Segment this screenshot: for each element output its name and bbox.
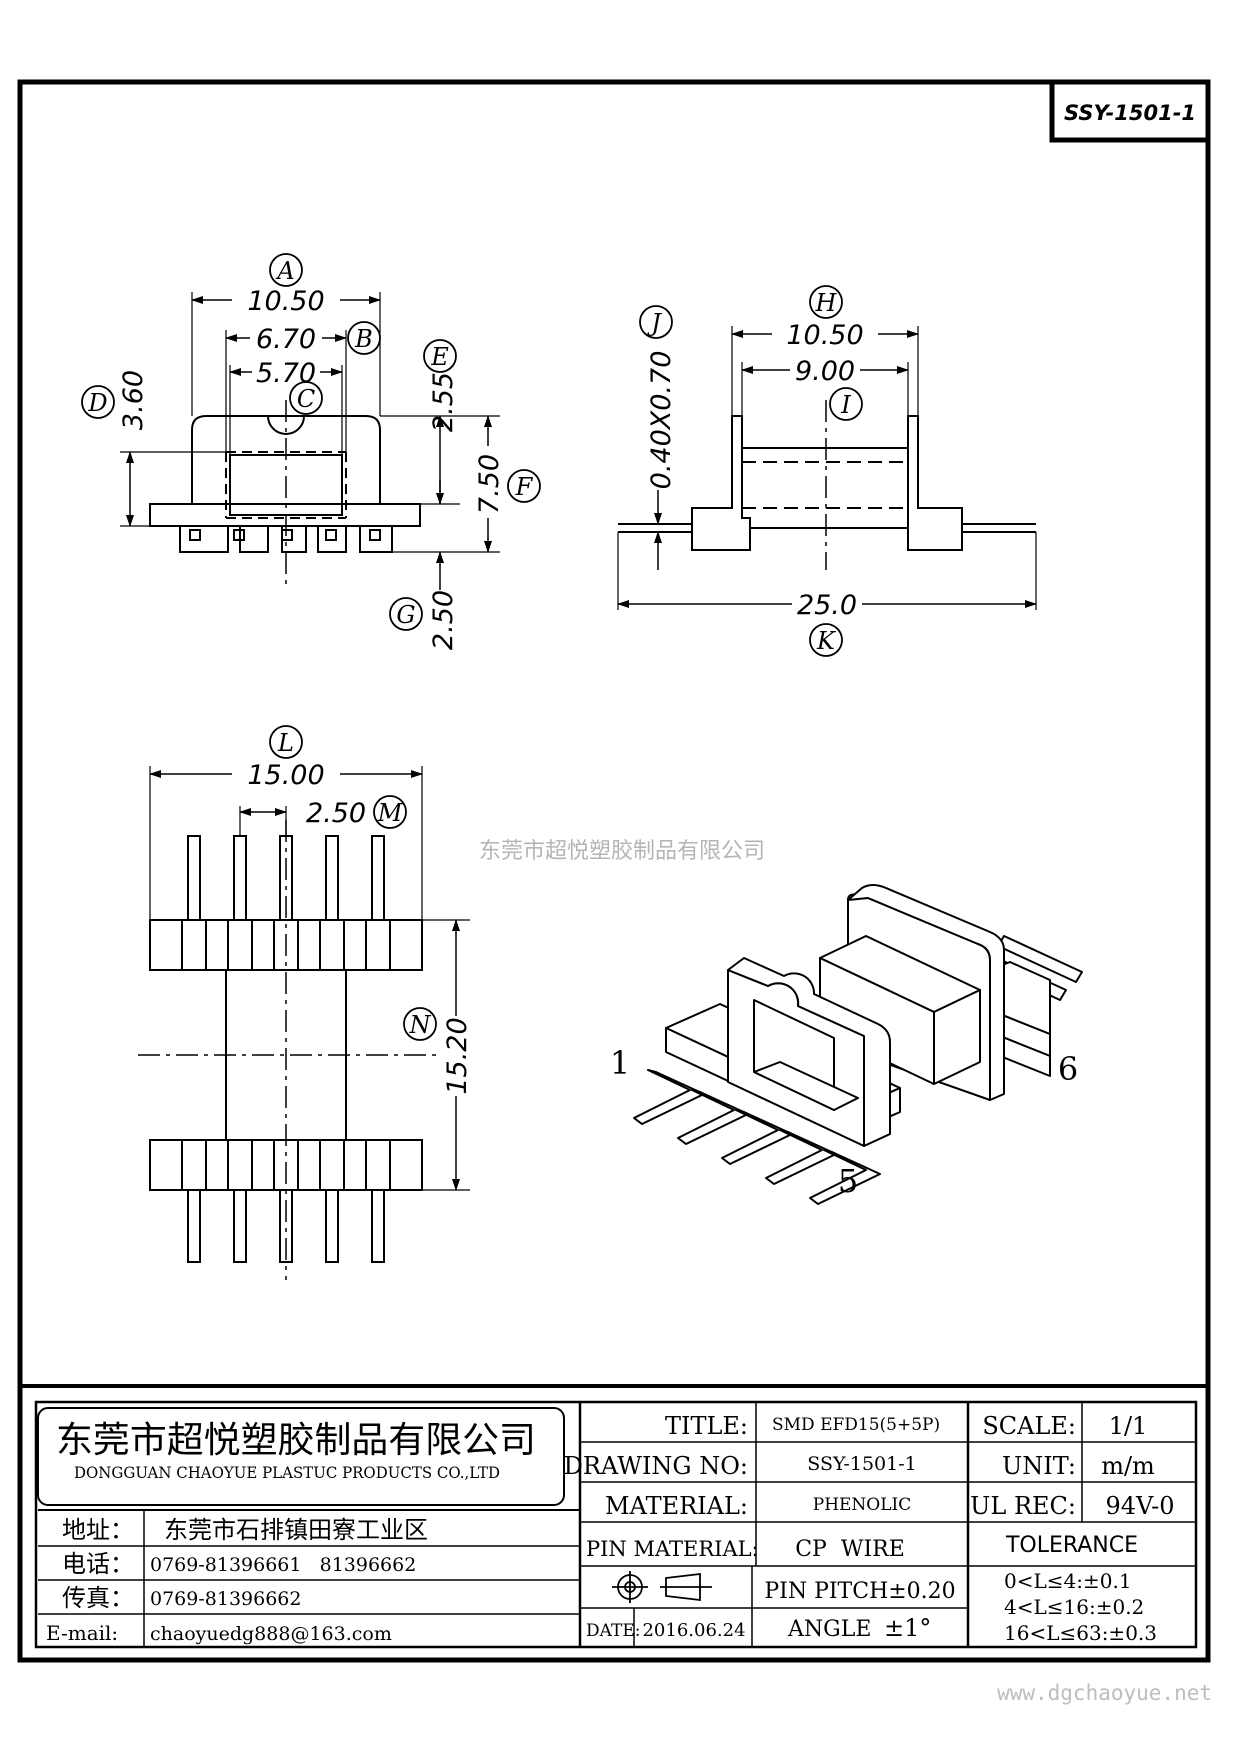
pin-material-value: CP WIRE [795,1537,905,1562]
label-i: I [829,387,863,421]
svg-text:N: N [409,1011,432,1039]
label-n: N [403,1007,437,1041]
title-block-text: 东莞市超悦塑胶制品有限公司 DONGGUAN CHAOYUE PLASTUC P… [46,1412,1175,1645]
dim-n-value: 15.20 [442,1017,473,1094]
scale-value: 1/1 [1109,1412,1148,1440]
label-h: H [809,285,843,319]
drawing-frame [17,79,1211,1663]
title-label: TITLE: [665,1412,748,1440]
drawing-number-box: SSY-1501-1 [1049,79,1211,143]
website-text: www.dgchaoyue.net [997,1681,1212,1705]
pin-pitch-text: PIN PITCH±0.20 [764,1579,955,1604]
fax-label: 传真： [62,1584,134,1612]
dim-h-value: 10.50 [786,320,863,351]
pin-label-6: 6 [1058,1050,1078,1088]
svg-text:E: E [430,343,449,371]
material-label: MATERIAL: [605,1492,748,1520]
email-label: E-mail: [46,1621,118,1645]
dim-d-value: 3.60 [118,370,149,430]
svg-text:K: K [816,627,837,655]
dim-e-value: 2.55 [428,372,459,432]
dim-b-value: 6.70 [256,324,316,355]
ul-value: 94V-0 [1105,1492,1174,1520]
pin-label-5: 5 [838,1162,858,1200]
date-label: DATE: [586,1621,640,1641]
company-name-en: DONGGUAN CHAOYUE PLASTUC PRODUCTS CO.,LT… [74,1463,500,1482]
side-view-dimensions: 10.50 9.00 0.40X0.70 25.0 H I J K [639,285,878,657]
label-b: B [347,321,381,355]
label-c: C [289,381,323,415]
side-view [617,326,1037,610]
dim-g-value: 2.50 [428,590,459,650]
phone-value: 0769-81396661 81396662 [150,1554,416,1576]
angle-label: ANGLE [787,1617,871,1642]
label-k: K [809,623,843,657]
dim-a-value: 10.50 [247,286,324,317]
fax-value: 0769-81396662 [150,1588,301,1610]
label-m: M [373,795,407,829]
phone-label: 电话： [62,1550,134,1578]
svg-text:I: I [840,391,851,419]
svg-text:A: A [275,257,294,285]
svg-text:F: F [515,473,534,501]
drawing-no-label: DRAWING NO: [564,1452,748,1480]
watermark-text: 东莞市超悦塑胶制品有限公司 [479,839,765,864]
projection-symbol-icon [612,1571,712,1603]
svg-text:D: D [87,389,107,417]
drawing-no-value: SSY-1501-1 [807,1453,916,1475]
angle-value: ±1° [884,1614,931,1642]
label-j: J [639,305,673,339]
tolerance-row-2: 4<L≤16:±0.2 [1004,1595,1144,1619]
bottom-view-dimensions: 15.00 2.50 15.20 L M N [232,725,473,1096]
unit-label: UNIT: [1002,1452,1076,1480]
email-value: chaoyuedg888@163.com [150,1623,392,1645]
isometric-pin-labels: 1 6 5 [610,1044,1078,1200]
label-d: D [81,385,115,419]
label-f: F [507,469,541,503]
scale-label: SCALE: [982,1412,1076,1440]
svg-text:B: B [354,325,373,353]
ul-label: UL REC: [970,1492,1076,1520]
svg-text:L: L [277,729,294,757]
drawing-number-box-text: SSY-1501-1 [1064,101,1196,125]
date-value: 2016.06.24 [642,1620,745,1641]
svg-text:M: M [377,799,404,827]
svg-text:G: G [396,601,415,629]
label-e: E [423,339,457,373]
pin-material-label: PIN MATERIAL: [586,1537,759,1561]
dim-h2-value: 9.00 [795,356,855,387]
front-view [120,292,500,590]
dim-k-value: 25.0 [797,590,857,621]
isometric-view [633,884,1083,1205]
title-block [20,1384,1208,1649]
dim-f-value: 7.50 [474,454,505,514]
company-name-cn: 东莞市超悦塑胶制品有限公司 [56,1420,536,1461]
unit-value: m/m [1101,1452,1155,1480]
tolerance-row-1: 0<L≤4:±0.1 [1004,1569,1132,1593]
dim-l-value: 15.00 [247,760,324,791]
label-a: A [269,253,303,287]
dim-m-value: 2.50 [306,798,366,829]
address-label: 地址： [62,1516,134,1544]
material-value: PHENOLIC [813,1495,912,1515]
dim-j-value: 0.40X0.70 [646,351,677,490]
front-view-dimensions: 10.50 6.70 5.70 3.60 2.55 7.50 2.50 A B … [81,253,541,650]
pin-label-1: 1 [610,1044,630,1082]
tolerance-label: TOLERANCE [1005,1533,1138,1558]
svg-text:C: C [297,385,315,413]
title-value: SMD EFD15(5+5P) [772,1415,940,1435]
bottom-view [138,766,470,1280]
label-g: G [389,597,423,631]
svg-text:H: H [815,289,838,317]
label-l: L [269,725,303,759]
tolerance-row-3: 16<L≤63:±0.3 [1004,1621,1157,1645]
address-value: 东莞市石排镇田寮工业区 [164,1516,428,1544]
